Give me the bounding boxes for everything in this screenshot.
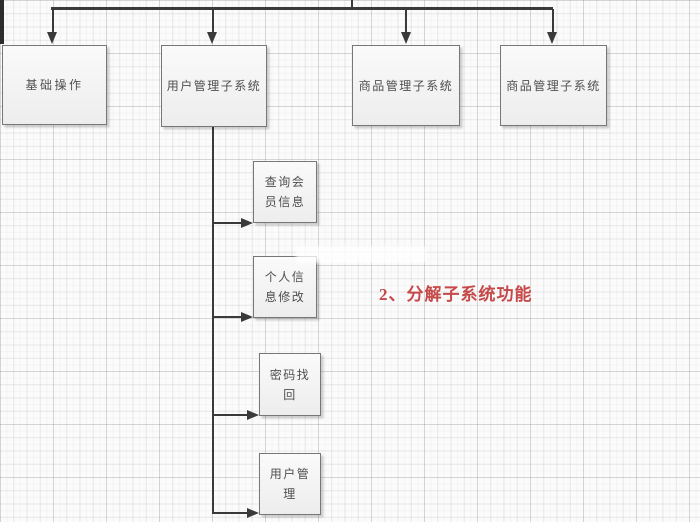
node-basic-operations: 基础操作 — [2, 45, 107, 125]
node-label: 商品管理子系统 — [358, 78, 454, 93]
node-password-recovery: 密码找 回 — [259, 353, 321, 416]
connector-trunk-top — [350, 0, 353, 10]
node-label-line1: 个人信 — [264, 270, 306, 284]
arrowhead-down-basic — [47, 32, 57, 44]
node-edit-personal-info: 个人信 息修改 — [253, 256, 317, 318]
node-label-line1: 用户管 — [269, 467, 311, 481]
node-label-line2: 理 — [283, 487, 297, 501]
connector-branch-password — [212, 413, 248, 417]
cropped-connector-stub — [0, 0, 4, 44]
connector-drop-user — [211, 9, 214, 33]
node-user-mgmt-subsystem: 用户管理子系统 — [161, 45, 267, 127]
watermark-smudge — [296, 246, 426, 263]
connector-trunk-sub — [211, 127, 214, 514]
node-query-member-info: 查询会 员信息 — [253, 161, 317, 223]
arrowhead-right-personal — [241, 311, 253, 322]
node-label-line1: 密码找 — [269, 367, 311, 382]
arrowhead-down-user — [207, 32, 217, 44]
node-product-mgmt-subsystem-2: 商品管理子系统 — [500, 45, 607, 126]
arrowhead-down-prod1 — [400, 32, 411, 44]
connector-branch-usermgmt — [212, 511, 248, 515]
connector-horizontal-main — [51, 7, 553, 10]
node-label-line1: 查询会 — [264, 175, 306, 189]
arrowhead-right-query — [241, 217, 253, 228]
arrowhead-right-usermgmt — [247, 507, 259, 518]
arrowhead-right-password — [247, 409, 259, 420]
connector-drop-basic — [51, 9, 54, 33]
node-label: 基础操作 — [25, 78, 84, 92]
node-label: 用户管理子系统 — [166, 79, 262, 93]
node-label-line2: 回 — [283, 387, 297, 402]
node-label-line2: 息修改 — [264, 290, 306, 304]
node-user-management: 用户管 理 — [259, 453, 321, 515]
connector-drop-prod1 — [404, 9, 408, 33]
connector-drop-prod2 — [551, 9, 554, 33]
arrowhead-down-prod2 — [547, 32, 557, 44]
node-product-mgmt-subsystem-1: 商品管理子系统 — [352, 45, 460, 126]
node-label: 商品管理子系统 — [506, 78, 601, 93]
annotation-text: 2、分解子系统功能 — [379, 285, 533, 304]
node-label-line2: 员信息 — [264, 195, 306, 209]
connector-branch-personal — [212, 315, 242, 319]
connector-branch-query — [212, 221, 242, 225]
